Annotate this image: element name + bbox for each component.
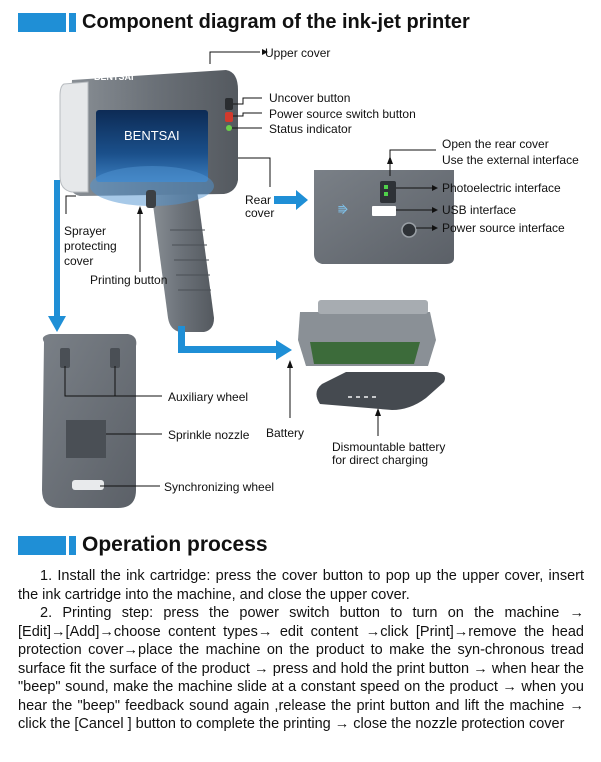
label-sprayer-3: cover [64, 254, 94, 268]
label-sprayer-1: Sprayer [64, 224, 107, 238]
label-photoelectric: Photoelectric interface [442, 181, 561, 195]
power-switch-button[interactable] [225, 112, 233, 122]
label-battery: Battery [266, 426, 305, 440]
label-power-switch: Power source switch button [269, 107, 416, 121]
sprinkle-nozzle [66, 420, 106, 458]
label-sprinkle-nozzle: Sprinkle nozzle [168, 428, 250, 442]
battery-inserted [310, 342, 420, 364]
dismountable-battery [316, 372, 445, 410]
arrow-to-back-shaft [54, 180, 60, 318]
heading-accent-bar [18, 13, 66, 32]
auxiliary-wheel-right [110, 348, 120, 368]
label-printing-button: Printing button [90, 273, 168, 287]
label-power-interface: Power source interface [442, 221, 565, 235]
label-open-rear-2: Use the external interface [442, 153, 579, 167]
usb-icon: ⭆ [338, 204, 348, 217]
heading-accent-mark [69, 535, 76, 555]
synchronizing-wheel [72, 480, 104, 490]
screen-brand-text: BENTSAI [124, 128, 180, 143]
label-sync-wheel: Synchronizing wheel [164, 480, 275, 494]
printer-screen [96, 110, 208, 182]
device-brand-logo: BENTSAI [94, 72, 134, 82]
operation-step-2: 2. Printing step: press the power switch… [18, 605, 584, 732]
heading-accent-mark [69, 13, 76, 32]
label-dismountable-2: for direct charging [332, 453, 429, 467]
arrow-to-battery-head [276, 340, 292, 360]
sprayer-protecting-cover [59, 81, 89, 193]
usb-port [372, 206, 396, 216]
label-open-rear-1: Open the rear cover [442, 137, 549, 151]
section-title: Component diagram of the ink-jet printer [82, 11, 470, 33]
upper-cover-arrow [262, 49, 268, 55]
label-dismountable-1: Dismountable battery [332, 440, 446, 454]
label-rear-cover-1: Rear [245, 193, 272, 207]
printing-button[interactable] [146, 190, 156, 208]
label-usb: USB interface [442, 203, 517, 217]
power-port [401, 222, 417, 238]
heading-accent-bar [18, 535, 66, 555]
label-rear-cover-2: cover [245, 206, 275, 220]
section-heading-operation: Operation process [18, 533, 268, 557]
label-upper-cover: Upper cover [265, 46, 331, 60]
arrow-to-back-head [48, 316, 66, 332]
printer-handle [150, 182, 214, 332]
label-uncover-button: Uncover button [269, 91, 351, 105]
label-sprayer-2: protecting [64, 239, 117, 253]
label-auxiliary-wheel: Auxiliary wheel [168, 390, 249, 404]
rear-cover-panel [314, 170, 454, 264]
uncover-button[interactable] [225, 98, 233, 110]
arrow-to-rear [274, 190, 308, 210]
section-title: Operation process [82, 533, 268, 556]
operation-step-1: 1. Install the ink cartridge: press the … [18, 568, 584, 603]
section-heading-components: Component diagram of the ink-jet printer [18, 11, 470, 34]
status-indicator-light [226, 125, 232, 131]
label-status-indicator: Status indicator [269, 122, 352, 136]
auxiliary-wheel-left [60, 348, 70, 368]
arrow-to-battery-shaft-a [178, 326, 185, 352]
component-diagram: BENTSAI BENTSAI ⭆ [42, 49, 454, 508]
